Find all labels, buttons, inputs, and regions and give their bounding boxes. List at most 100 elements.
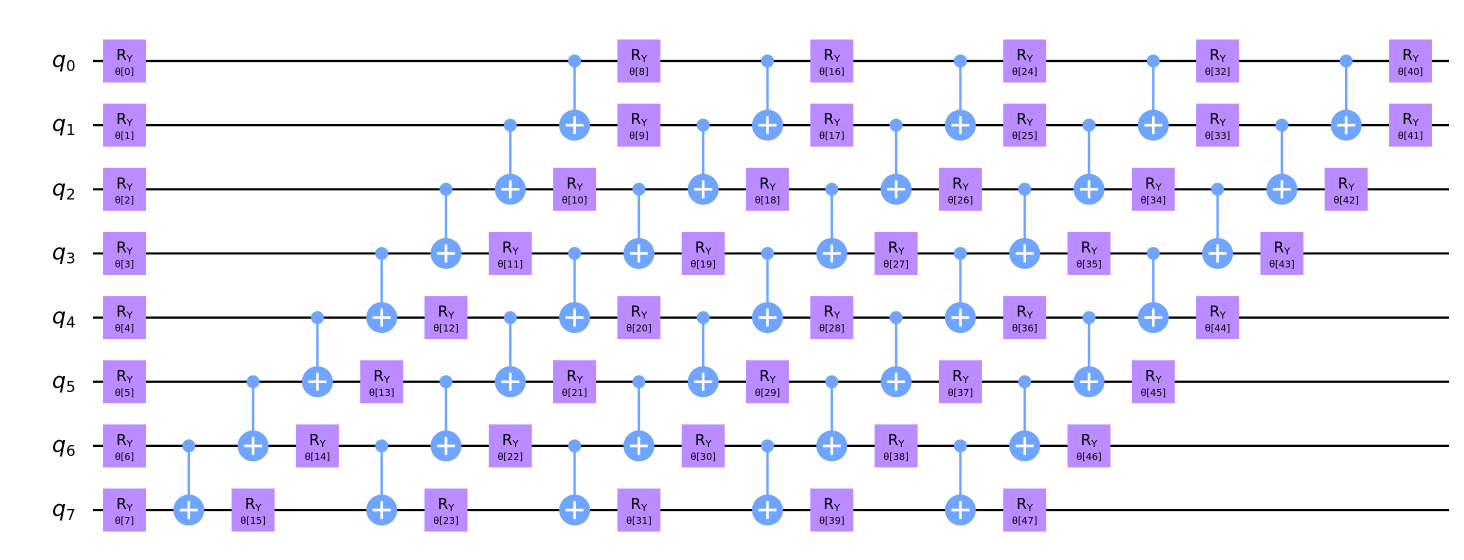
ry-gate-name: RY: [566, 174, 583, 193]
ry-gate: RYθ[39]: [810, 488, 854, 532]
qubit-label-name: q: [52, 112, 66, 137]
cnot-gate: [687, 118, 719, 205]
qubit-label-index: 4: [66, 314, 76, 332]
ry-gate: RYθ[21]: [553, 360, 597, 404]
cnot-gate: [944, 246, 976, 334]
qubit-label-name: q: [52, 240, 66, 265]
ry-gate-param: θ[25]: [1012, 131, 1037, 142]
ry-gate-name-base: R: [373, 367, 383, 385]
ry-gate-name: RY: [373, 367, 390, 386]
ry-gate: RYθ[32]: [1196, 39, 1240, 83]
ry-gate-box: [1067, 424, 1111, 468]
ry-gate-name-sub: Y: [319, 439, 327, 450]
cnot-gate: [880, 311, 912, 398]
ry-gate-box: [810, 296, 854, 340]
ry-gate-name-base: R: [1145, 174, 1155, 192]
ry-gate-box: [103, 360, 146, 404]
ry-gate-name-base: R: [116, 367, 126, 385]
ry-gate: RYθ[15]: [231, 488, 275, 532]
ry-gate-name: RY: [245, 495, 262, 514]
ry-gate-name-sub: Y: [511, 439, 519, 450]
ry-gate-box: [1196, 103, 1240, 147]
ry-gate-name-base: R: [116, 46, 126, 64]
ry-gate: RYθ[3]: [103, 231, 146, 275]
ry-gate-name: RY: [1402, 46, 1419, 65]
qubit-label-5: q5: [52, 369, 76, 396]
ry-gate-name-base: R: [824, 495, 834, 513]
ry-gate-name: RY: [631, 110, 648, 129]
ry-gate-param: θ[40]: [1398, 67, 1423, 78]
ry-gate-name-sub: Y: [126, 246, 134, 257]
qubit-label-6: q6: [52, 433, 76, 460]
ry-gate-name-sub: Y: [640, 503, 648, 514]
ry-gate: RYθ[14]: [295, 424, 339, 468]
ry-gate-name-sub: Y: [640, 118, 648, 129]
cnot-control-dot: [1146, 246, 1160, 260]
ry-gate: RYθ[10]: [553, 167, 597, 211]
cnot-control-dot: [825, 375, 839, 389]
cnot-control-dot: [1275, 118, 1289, 132]
ry-gate-box: [1389, 39, 1432, 83]
ry-gate-name: RY: [824, 46, 841, 65]
ry-gate-param: θ[31]: [626, 516, 651, 527]
ry-gate-box: [1196, 296, 1240, 340]
ry-gate-name: RY: [952, 367, 969, 386]
ry-gate-name-sub: Y: [704, 246, 712, 257]
ry-gate-name-base: R: [116, 431, 126, 449]
ry-gate-name-base: R: [824, 46, 834, 64]
ry-gate-param: θ[42]: [1334, 195, 1359, 206]
cnot-control-dot: [310, 311, 324, 325]
ry-gate-name: RY: [631, 495, 648, 514]
cnot-control-dot: [889, 118, 903, 132]
ry-gate-name-base: R: [502, 238, 512, 256]
ry-gate: RYθ[46]: [1067, 424, 1111, 468]
cnot-gate: [944, 54, 976, 141]
ry-gate-box: [681, 231, 725, 275]
ry-gate-name: RY: [566, 367, 583, 386]
ry-gate-box: [103, 231, 146, 275]
ry-gate: RYθ[7]: [103, 488, 146, 532]
ry-gate-name: RY: [116, 238, 133, 257]
ry-gate-param: θ[5]: [115, 388, 134, 399]
ry-gate-name-sub: Y: [640, 54, 648, 65]
ry-gate-box: [424, 488, 468, 532]
ry-gate: RYθ[16]: [810, 39, 854, 83]
ry-gate-name: RY: [1209, 110, 1226, 129]
ry-gate: RYθ[0]: [103, 39, 146, 83]
ry-gate-name-sub: Y: [640, 311, 648, 322]
ry-gate-name-sub: Y: [126, 118, 134, 129]
cnot-gate: [752, 439, 783, 526]
ry-gate: RYθ[19]: [681, 231, 725, 275]
ry-gate: RYθ[35]: [1067, 231, 1111, 275]
ry-gate-box: [103, 296, 146, 340]
ry-gate-name: RY: [1016, 46, 1033, 65]
cnot-gate: [752, 54, 783, 141]
cnot-control-dot: [1018, 182, 1032, 196]
ry-gate-param: θ[8]: [629, 67, 648, 78]
ry-gate-param: θ[13]: [369, 388, 394, 399]
ry-gate-name-sub: Y: [447, 311, 455, 322]
ry-gate-name-base: R: [245, 495, 255, 513]
ry-gate: RYθ[28]: [810, 296, 854, 340]
ry-gate-box: [746, 360, 789, 404]
cnot-gate: [366, 439, 398, 526]
ry-gate-name-sub: Y: [1219, 54, 1227, 65]
cnot-gate: [816, 375, 848, 462]
ry-gate-box: [810, 103, 854, 147]
ry-gate-box: [553, 360, 597, 404]
ry-gate-param: θ[11]: [498, 259, 523, 270]
ry-gate-name: RY: [1209, 303, 1226, 322]
ry-gate-box: [1324, 167, 1368, 211]
ry-gate-name-sub: Y: [769, 182, 777, 193]
cnot-gate: [1009, 375, 1041, 462]
ry-gate: RYθ[20]: [617, 296, 661, 340]
ry-gate-param: θ[1]: [115, 131, 134, 142]
cnot-control-dot: [1211, 182, 1225, 196]
ry-gate-box: [1003, 488, 1047, 532]
ry-gate-box: [1131, 360, 1175, 404]
cnot-control-dot: [953, 246, 967, 260]
ry-gate-param: θ[9]: [629, 131, 648, 142]
ry-gate: RYθ[12]: [424, 296, 468, 340]
ry-gate-box: [874, 424, 918, 468]
ry-gate-name: RY: [631, 303, 648, 322]
